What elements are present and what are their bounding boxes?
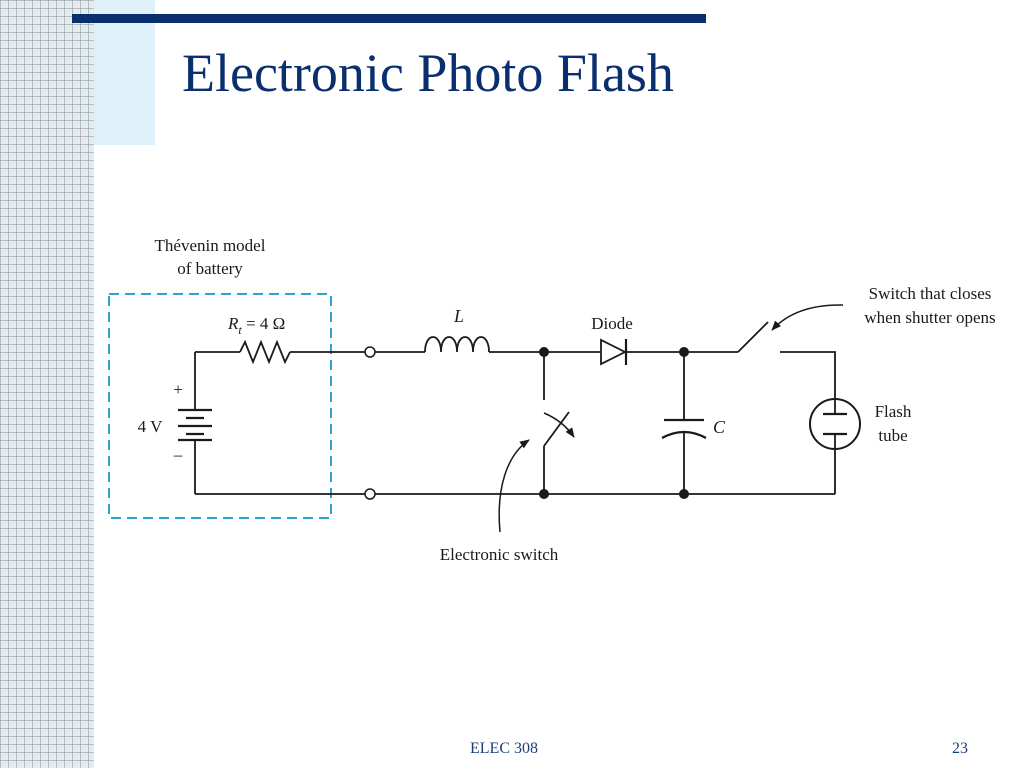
battery-symbol [178,408,212,442]
junction-dot [679,489,689,499]
diode-symbol [600,338,628,366]
resistor-label: Rt = 4 Ω [227,314,285,337]
thevenin-box [108,293,332,519]
junction-dot [539,347,549,357]
junction-dot [539,489,549,499]
inductor-label: L [453,306,464,326]
battery-minus: – [173,445,183,464]
electronic-switch-blade [543,411,570,447]
electronic-switch-label: Electronic switch [440,545,559,564]
wire-shutter-flash [780,351,836,398]
thevenin-label-line1: Thévenin model [155,236,266,255]
battery-plus: + [173,380,183,399]
eswitch-pointer-arrow [498,439,530,533]
flash-tube-label-line1: Flash [875,402,912,421]
terminal-top [364,346,376,358]
shutter-pointer-arrow [771,304,844,331]
flash-tube-label-line2: tube [878,426,907,445]
shutter-switch-label-line2: when shutter opens [864,308,995,327]
accent-block [94,0,155,145]
shutter-switch-blade [737,321,769,353]
inductor [424,336,490,353]
shutter-switch-label-line1: Switch that closes [869,284,992,303]
grid-pattern-strip [0,0,94,768]
eswitch-rotation-arrow [543,412,575,438]
title-bar-line [72,14,706,23]
capacitor-symbol [661,418,707,439]
slide-title: Electronic Photo Flash [182,43,674,103]
diode-label: Diode [591,314,633,333]
flash-tube-symbol [809,398,861,450]
junction-dot [679,347,689,357]
capacitor-label: C [713,417,726,437]
resistor [239,339,291,365]
thevenin-label-line2: of battery [177,259,243,278]
battery-voltage-label: 4 V [138,417,163,436]
slide-number: 23 [952,740,968,757]
terminal-bottom [364,488,376,500]
footer-course-code: ELEC 308 [470,740,538,757]
